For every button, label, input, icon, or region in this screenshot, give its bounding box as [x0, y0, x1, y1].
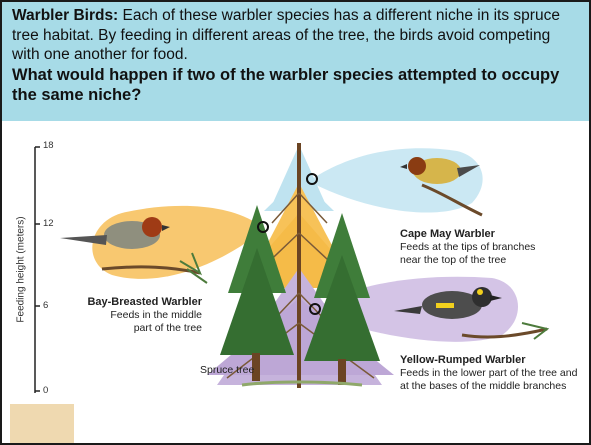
tree-label: Spruce tree — [200, 364, 254, 377]
cape-may-caption: Cape May Warbler Feeds at the tips of br… — [400, 228, 580, 267]
bay-breasted-desc-1: Feeds in the middle — [110, 309, 202, 321]
tick-label-6: 6 — [43, 300, 48, 311]
bay-breasted-desc-2: part of the tree — [134, 322, 202, 334]
bay-breasted-caption: Bay-Breasted Warbler Feeds in the middle… — [72, 296, 202, 335]
bay-breasted-name: Bay-Breasted Warbler — [87, 296, 202, 308]
decorative-tan-block — [10, 404, 74, 444]
warbler-niche-diagram — [2, 123, 589, 445]
cape-may-desc-1: Feeds at the tips of branches — [400, 241, 535, 253]
title-label: Warbler Birds: — [12, 7, 118, 24]
axis-label: Feeding height (meters) — [16, 215, 27, 325]
yellow-rumped-name: Yellow-Rumped Warbler — [400, 354, 526, 366]
question-text: What would happen if two of the warbler … — [12, 65, 581, 105]
right-tree-trunk — [338, 359, 346, 385]
tick-label-0: 0 — [43, 385, 48, 396]
cape-may-name: Cape May Warbler — [400, 228, 495, 240]
tick-label-12: 12 — [43, 218, 54, 229]
intro-paragraph: Warbler Birds: Each of these warbler spe… — [12, 6, 581, 65]
yellow-rumped-desc-2: at the bases of the middle branches — [400, 380, 566, 392]
yellow-rumped-desc-1: Feeds in the lower part of the tree and — [400, 367, 577, 379]
header-panel: Warbler Birds: Each of these warbler spe… — [2, 2, 589, 121]
tick-label-18: 18 — [43, 140, 54, 151]
cape-may-desc-2: near the top of the tree — [400, 254, 506, 266]
yellow-rumped-caption: Yellow-Rumped Warbler Feeds in the lower… — [400, 354, 589, 393]
